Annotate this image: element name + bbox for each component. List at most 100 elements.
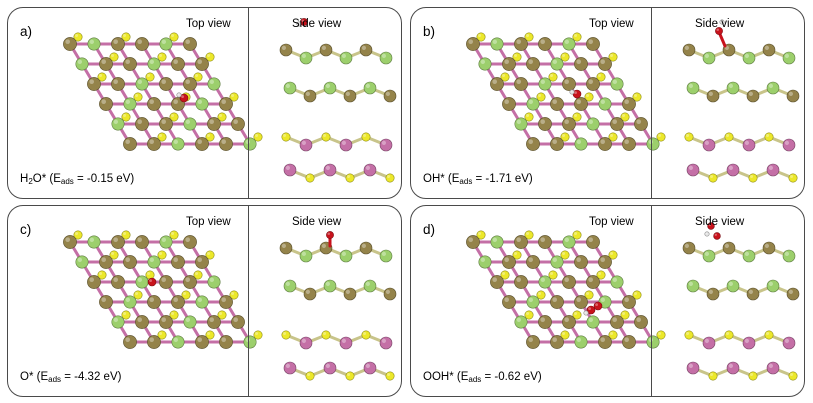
pink-atom	[379, 138, 393, 152]
brown-atom	[123, 137, 137, 151]
brown-atom	[195, 57, 209, 71]
atom-highlight	[101, 257, 107, 262]
yellow-atom	[109, 52, 119, 62]
pink-atom	[726, 361, 740, 375]
atom-highlight	[588, 39, 593, 44]
atom-highlight	[686, 332, 689, 335]
atom-highlight	[764, 45, 769, 51]
atom-highlight	[688, 83, 693, 88]
oxygen-atom	[715, 27, 723, 35]
brown-atom	[147, 97, 161, 111]
atom-highlight	[125, 297, 130, 302]
panel-label: b)	[423, 24, 436, 39]
atom-highlight	[708, 91, 713, 96]
yellow-atom	[656, 330, 666, 340]
green-atom	[686, 279, 700, 293]
atom-highlight	[720, 20, 722, 22]
adsorption-energy-label: O* (Eads = -4.32 eV)	[20, 371, 122, 384]
yellow-atom	[321, 330, 331, 340]
green-atom	[526, 295, 540, 309]
green-atom	[147, 255, 161, 269]
atom-highlight	[341, 251, 346, 256]
atom-highlight	[99, 272, 102, 275]
atom-highlight	[576, 337, 581, 342]
green-atom	[574, 335, 588, 349]
atom-highlight	[347, 175, 350, 178]
brown-atom	[526, 335, 540, 349]
atom-highlight	[516, 79, 521, 85]
oxygen-atom	[147, 277, 157, 287]
atom-highlight	[684, 45, 689, 51]
atom-highlight	[149, 337, 154, 342]
atom-highlight	[688, 165, 693, 170]
atom-highlight	[502, 272, 505, 275]
brown-atom	[279, 43, 293, 57]
atom-highlight	[622, 114, 625, 117]
brown-atom	[574, 295, 588, 309]
atom-highlight	[195, 74, 198, 77]
green-atom	[75, 57, 89, 71]
atom-highlight	[708, 289, 713, 294]
green-atom	[87, 37, 101, 51]
yellow-atom	[788, 371, 798, 381]
atom-highlight	[197, 139, 202, 144]
panel-c: c) Top view Side view O* (Eads = -4.32 e…	[7, 205, 402, 397]
atom-highlight	[540, 79, 545, 84]
atom-highlight	[385, 289, 390, 294]
atom-highlight	[636, 119, 641, 125]
brown-atom	[111, 37, 125, 51]
green-atom	[283, 81, 297, 95]
brown-atom	[99, 255, 113, 269]
brown-atom	[526, 57, 540, 71]
yellow-atom	[253, 132, 263, 142]
brown-atom	[135, 37, 149, 51]
pink-atom	[283, 163, 297, 177]
yellow-atom	[97, 270, 107, 280]
brown-atom	[135, 315, 149, 329]
side-view-title: Side view	[292, 18, 342, 30]
yellow-atom	[321, 132, 331, 142]
atom-highlight	[744, 251, 749, 256]
atom-highlight	[183, 292, 186, 295]
yellow-atom	[572, 112, 582, 122]
atom-highlight	[381, 53, 386, 59]
brown-atom	[706, 89, 720, 103]
green-atom	[586, 315, 600, 329]
brown-atom	[383, 287, 397, 301]
atom-highlight	[197, 297, 202, 302]
atom-highlight	[468, 39, 473, 44]
yellow-atom	[73, 32, 83, 42]
atom-highlight	[159, 54, 162, 57]
atom-highlight	[516, 119, 521, 124]
atom-highlight	[137, 277, 142, 282]
brown-atom	[99, 295, 113, 309]
atom-highlight	[161, 119, 166, 125]
atom-highlight	[766, 332, 769, 335]
brown-atom	[87, 77, 101, 91]
atom-highlight	[748, 289, 753, 294]
atom-highlight	[323, 134, 326, 137]
atom-highlight	[231, 292, 234, 295]
atom-highlight	[113, 317, 118, 322]
atom-highlight	[255, 332, 258, 335]
atom-highlight	[209, 79, 214, 84]
atom-highlight	[588, 317, 593, 322]
atom-highlight	[111, 252, 114, 255]
brown-atom	[171, 57, 185, 71]
yellow-atom	[345, 371, 355, 381]
pink-atom	[702, 336, 716, 350]
atom-highlight	[766, 134, 769, 137]
atom-highlight	[125, 139, 130, 144]
atom-highlight	[552, 99, 557, 105]
green-atom	[726, 279, 740, 293]
yellow-atom	[608, 330, 618, 340]
atom-highlight	[540, 119, 545, 125]
green-atom	[323, 81, 337, 95]
atom-highlight	[173, 139, 178, 144]
atom-highlight	[526, 34, 529, 37]
atom-highlight	[550, 74, 553, 77]
atom-highlight	[768, 281, 773, 286]
brown-atom	[303, 89, 317, 103]
panel-divider	[651, 8, 652, 198]
brown-atom	[111, 77, 125, 91]
